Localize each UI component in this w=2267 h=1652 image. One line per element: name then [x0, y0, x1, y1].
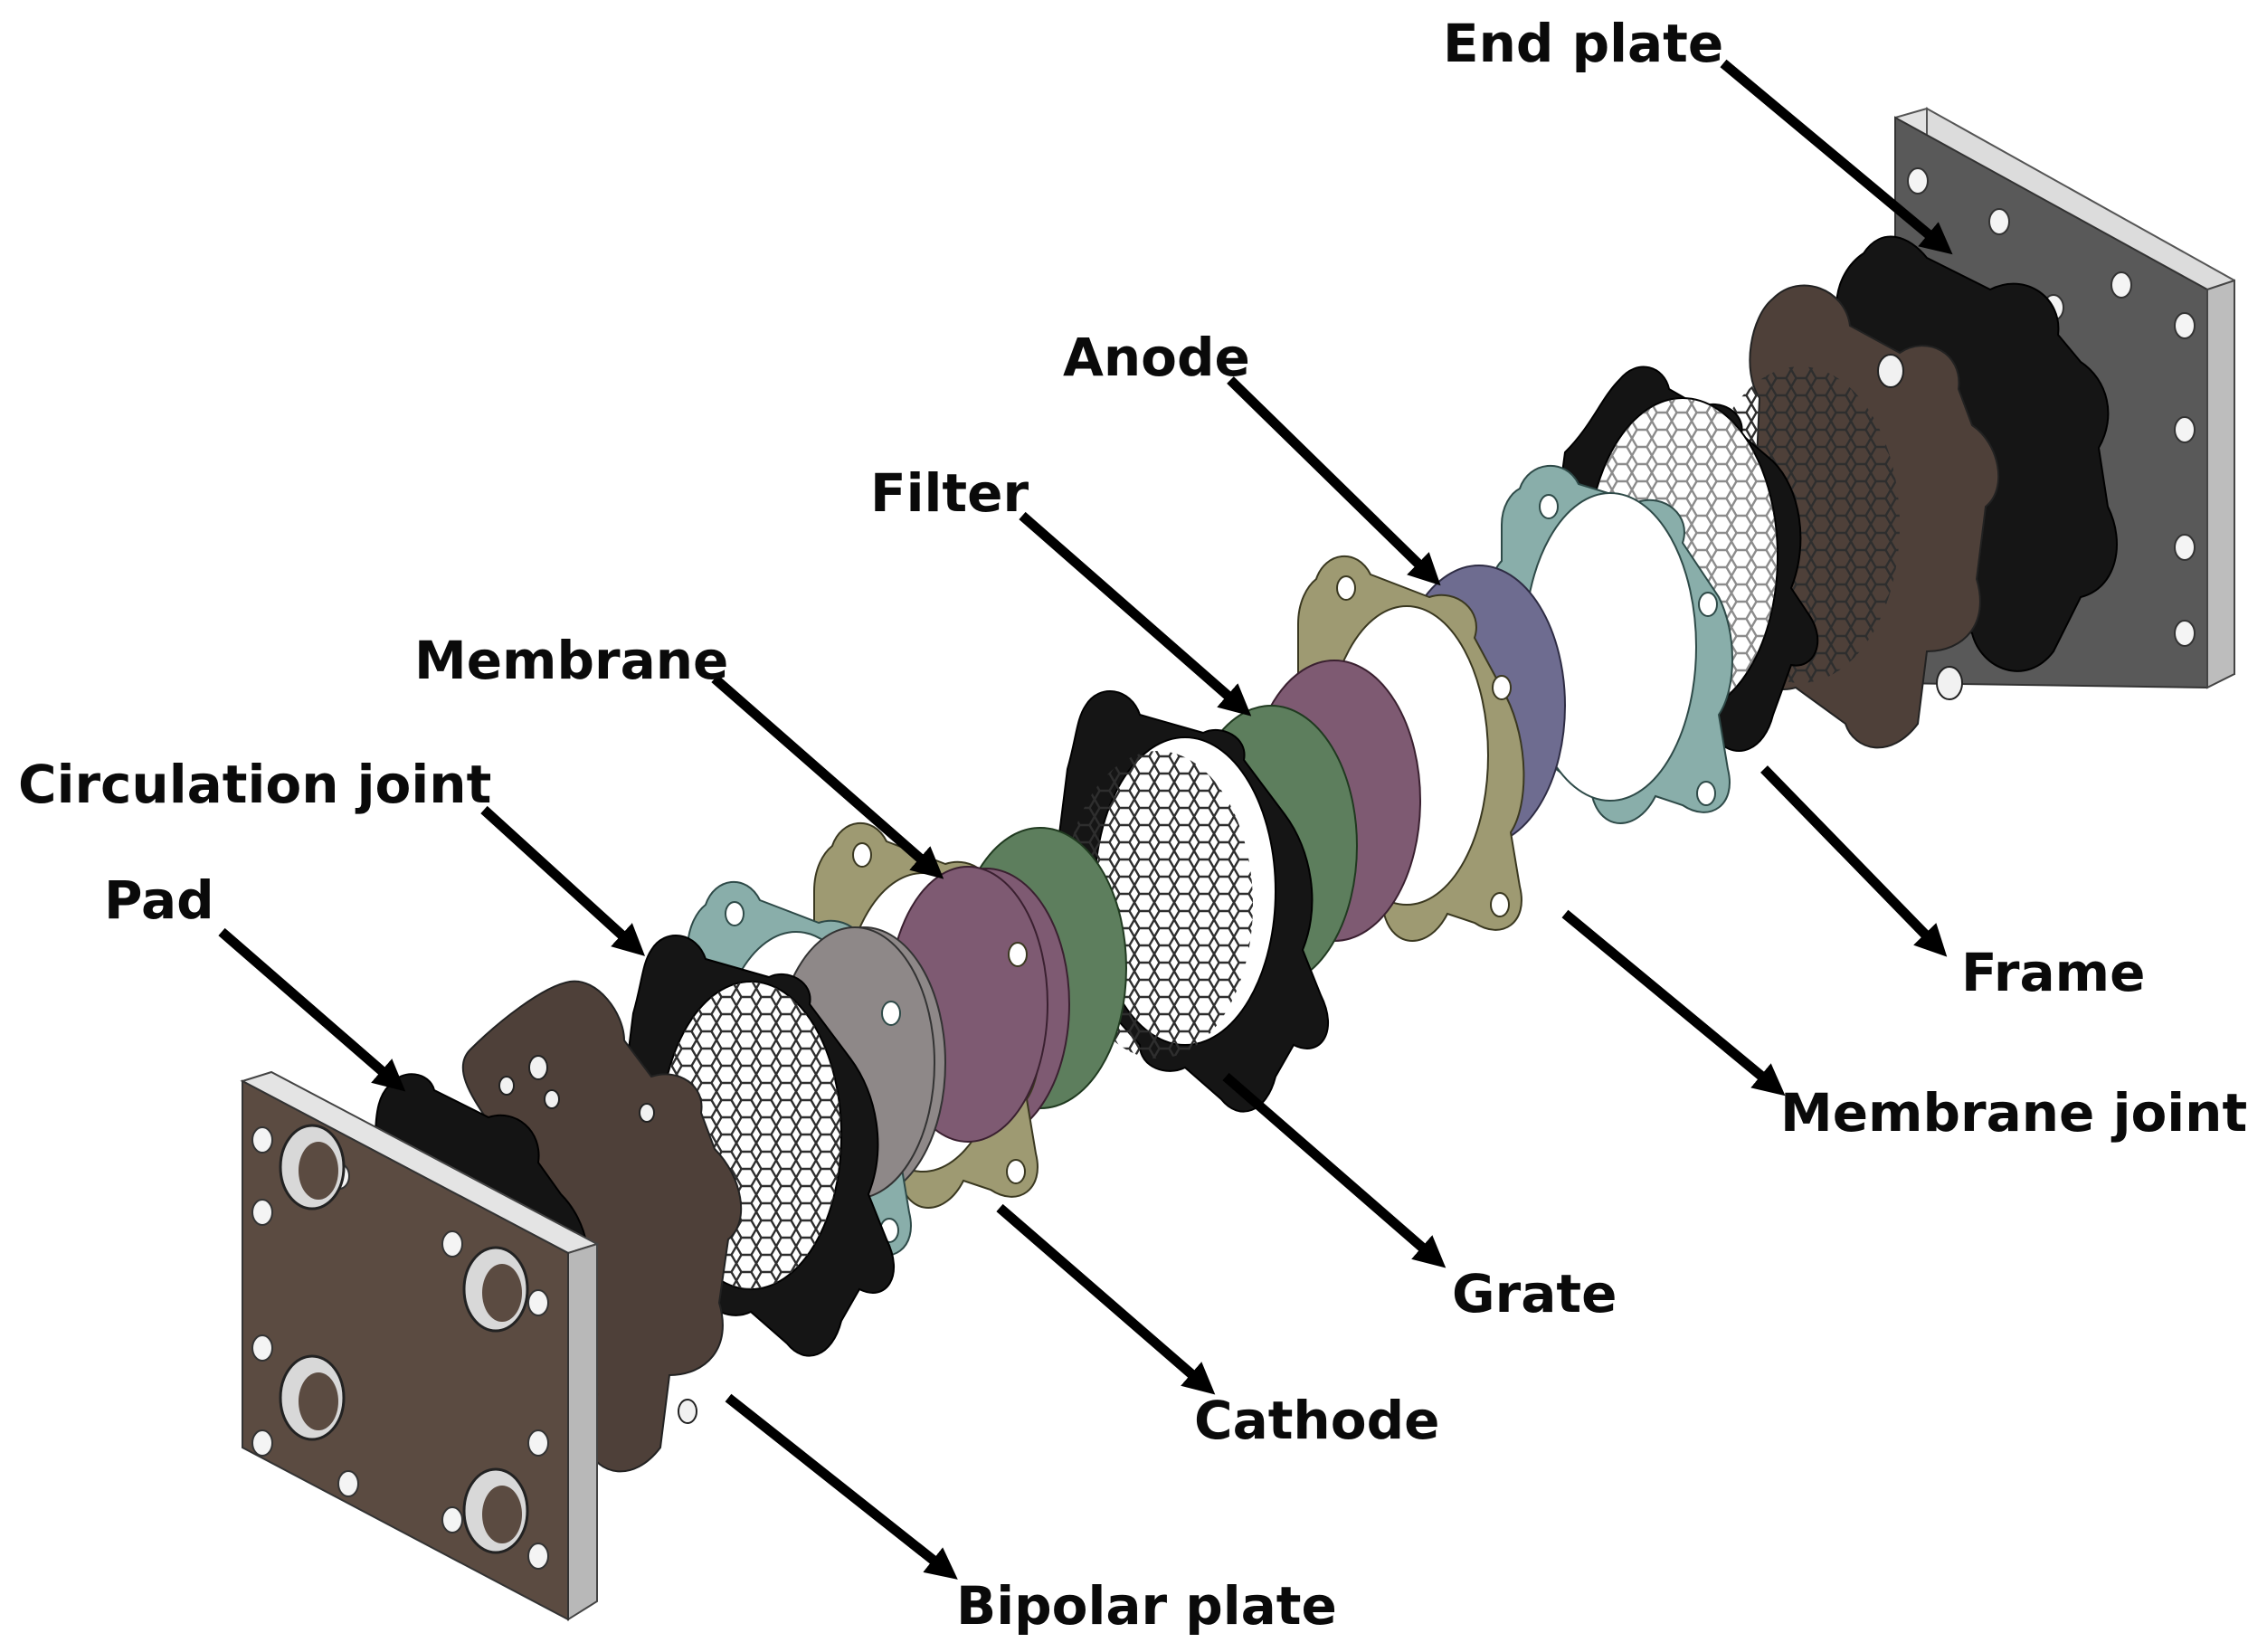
- label-membrane: Membrane: [414, 630, 728, 691]
- arrow-end-plate: [1720, 59, 1953, 255]
- arrow-anode: [1227, 376, 1441, 586]
- arrow-circulation-joint: [480, 805, 646, 956]
- label-cathode: Cathode: [1194, 1390, 1439, 1451]
- label-end-plate: End plate: [1443, 13, 1723, 74]
- label-bipolar-plate: Bipolar plate: [956, 1575, 1337, 1637]
- label-anode: Anode: [1063, 327, 1250, 388]
- label-frame: Frame: [1961, 942, 2145, 1003]
- label-filter: Filter: [870, 462, 1029, 524]
- arrow-membrane-joint: [1561, 909, 1786, 1097]
- label-pad: Pad: [104, 869, 214, 931]
- arrow-frame: [1760, 765, 1948, 957]
- arrow-cathode: [996, 1203, 1216, 1395]
- label-membrane-joint: Membrane joint: [1780, 1082, 2247, 1144]
- bipolar-plate: [240, 1070, 600, 1621]
- arrow-pad: [218, 927, 406, 1092]
- arrow-membrane: [711, 674, 944, 879]
- arrow-filter: [1019, 511, 1252, 717]
- label-circulation-joint: Circulation joint: [18, 754, 491, 815]
- arrow-bipolar-plate: [725, 1393, 958, 1580]
- label-grate: Grate: [1452, 1263, 1617, 1324]
- leader-arrows: [218, 59, 1953, 1580]
- arrow-grate: [1222, 1072, 1447, 1268]
